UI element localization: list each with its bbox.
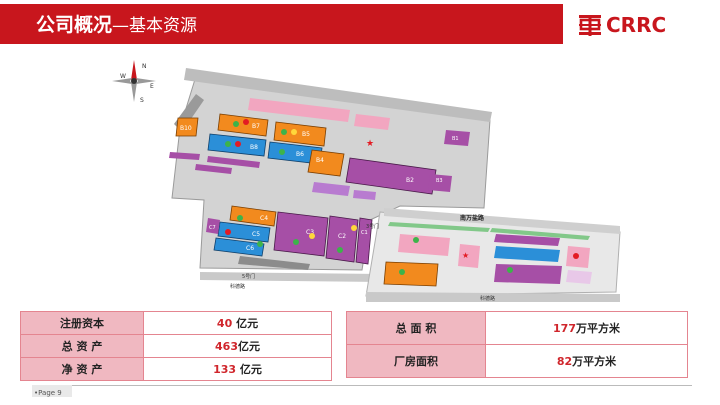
building-east-orange: [383, 261, 439, 287]
east-south-road: [366, 292, 620, 302]
compass-icon: [112, 60, 156, 102]
compass-e: E: [150, 83, 154, 90]
building-b5: [273, 121, 327, 147]
building-b1: [444, 130, 470, 146]
east-green-strip-2: [490, 228, 590, 240]
page-title-main: 公司概况: [36, 14, 113, 36]
building-c4: [229, 205, 277, 227]
building-b10: [175, 117, 199, 137]
label-b2: B2: [406, 177, 414, 184]
label-b6: B6: [296, 151, 304, 158]
footer-divider: [32, 385, 692, 386]
map-markers: [225, 119, 579, 275]
building-east-purple-long: [494, 234, 560, 246]
building-pink-north-2: [354, 114, 390, 130]
building-purple-small-1: [312, 182, 350, 196]
building-c6: [213, 237, 265, 257]
net-assets-value: 133 亿元: [143, 357, 332, 381]
page-title: 公司概况—基本资源: [36, 10, 197, 37]
building-b9: [169, 152, 200, 160]
road-label-south-east: 科德路: [480, 295, 495, 302]
label-b4: B4: [316, 157, 324, 164]
building-east-small: [566, 270, 592, 284]
label-c4: C4: [260, 215, 268, 222]
south-road: [200, 272, 382, 282]
building-purple-small-2: [353, 190, 376, 200]
page-number: •Page 9: [34, 389, 62, 397]
label-b7: B7: [252, 123, 260, 130]
site-area-table: 总 面 积 177万平方米 厂房面积 82万平方米: [346, 311, 688, 378]
building-east-purple-big: [494, 264, 562, 284]
building-b12: [195, 164, 232, 174]
label-b8: B8: [250, 144, 258, 151]
building-c2: [325, 215, 359, 263]
header: 公司概况—基本资源 CRRC: [0, 0, 720, 50]
gate-label-5: 5号门: [242, 273, 255, 280]
building-c7: [206, 218, 220, 234]
label-c6: C6: [246, 245, 254, 252]
table-row: 总 资 产 463亿元: [20, 334, 332, 358]
building-b11: [207, 156, 260, 168]
east-green-strip: [388, 222, 490, 232]
building-east-pink-1: [398, 234, 450, 256]
label-b5: B5: [302, 131, 310, 138]
gate-label-3: 3号门: [366, 223, 379, 230]
label-b3: B3: [436, 178, 443, 184]
building-grey-south: [238, 256, 310, 270]
label-c7: C7: [209, 225, 216, 231]
crrc-logo-icon: [579, 15, 601, 36]
page-subtitle: —基本资源: [112, 16, 198, 36]
hq-star-icon: ★: [366, 139, 374, 149]
total-area-label: 总 面 积: [346, 311, 486, 345]
building-b7: [217, 113, 269, 137]
label-c2: C2: [338, 233, 346, 240]
compass-s: S: [140, 97, 144, 104]
table-row: 净 资 产 133 亿元: [20, 357, 332, 381]
label-b1: B1: [452, 136, 459, 142]
building-east-pink-2: [458, 244, 480, 268]
total-assets-label: 总 资 产: [20, 334, 144, 358]
road-label-nanwanyan: 南万盐路: [460, 214, 485, 222]
building-east-blue: [494, 246, 560, 262]
compass-n: N: [142, 63, 147, 70]
building-b2: [345, 157, 437, 195]
net-assets-label: 净 资 产: [20, 357, 144, 381]
east-star-icon: ★: [462, 251, 469, 260]
registered-capital-label: 注册资本: [20, 311, 144, 335]
label-c3: C3: [306, 229, 314, 236]
building-b3: [428, 174, 452, 192]
east-north-road: [384, 208, 620, 234]
table-row: 总 面 积 177万平方米: [346, 311, 688, 345]
label-b10: B10: [180, 125, 192, 132]
building-c3: [273, 211, 329, 257]
plant-area-label: 厂房面积: [346, 344, 486, 378]
title-bar: [0, 4, 563, 44]
table-row: 注册资本 40 亿元: [20, 311, 332, 335]
building-c5: [217, 221, 271, 243]
road-label-south-west: 科德路: [230, 283, 245, 290]
total-assets-value: 463亿元: [143, 334, 332, 358]
compass-w: W: [120, 73, 126, 80]
building-pink-north: [248, 98, 350, 122]
building-c1: [355, 217, 373, 265]
total-area-value: 177万平方米: [485, 311, 688, 345]
table-row: 厂房面积 82万平方米: [346, 344, 688, 378]
building-b4: [307, 149, 345, 177]
north-road: [184, 68, 492, 122]
registered-capital-value: 40 亿元: [143, 311, 332, 335]
label-c5: C5: [252, 231, 260, 238]
crrc-logo: CRRC: [578, 10, 686, 40]
logo-text: CRRC: [606, 13, 667, 37]
footer-tab: [32, 385, 72, 397]
plant-area-value: 82万平方米: [485, 344, 688, 378]
factory-site-map: N W S E B10 B7 B5 B8 B6 B4 B2 B3 B1 C4 C…: [112, 60, 621, 302]
label-c1: C1: [361, 230, 368, 236]
company-capital-table: 注册资本 40 亿元 总 资 产 463亿元 净 资 产 133 亿元: [20, 311, 332, 381]
